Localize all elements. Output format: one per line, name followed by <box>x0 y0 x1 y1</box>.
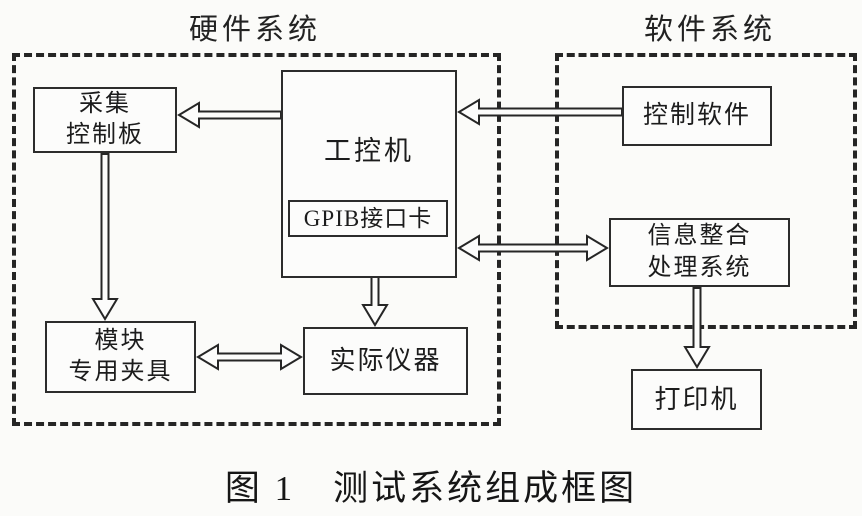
node-ipc: 工控机 <box>281 70 457 278</box>
node-gpib-card: GPIB接口卡 <box>288 200 448 237</box>
node-info-system: 信息整合 处理系统 <box>609 218 790 287</box>
node-module-fixture: 模块 专用夹具 <box>45 321 196 393</box>
software-group-title: 软件系统 <box>643 14 777 46</box>
hardware-group-title: 硬件系统 <box>188 14 322 46</box>
node-daq-board: 采集 控制板 <box>33 87 177 153</box>
figure-caption: 图 1 测试系统组成框图 <box>224 469 638 508</box>
node-actual-instrument: 实际仪器 <box>303 327 468 395</box>
node-printer: 打印机 <box>631 369 762 430</box>
node-ipc-label: 工控机 <box>324 136 414 166</box>
node-control-software: 控制软件 <box>622 86 772 146</box>
